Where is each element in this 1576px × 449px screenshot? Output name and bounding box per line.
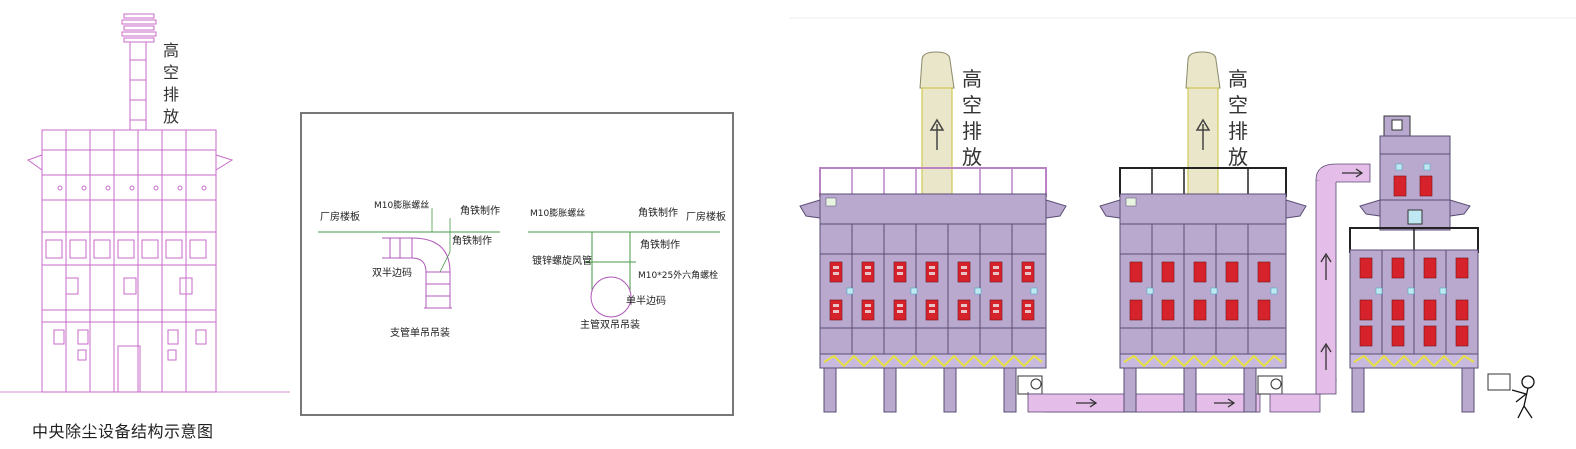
unit1-label-char-4: 放 [962,145,982,169]
main-title: 主管双吊吊装 [580,318,640,331]
main-bolt-label: M10膨胀螺丝 [530,207,585,219]
branch-angle-label-2: 角铁制作 [452,234,492,247]
unit2-label-char-3: 排 [1228,119,1248,143]
tower-elevation-drawing: 高 空 排 放 [0,13,290,393]
unit1-label-char-3: 排 [962,119,982,143]
diagram-caption: 中央除尘设备结构示意图 [32,422,214,441]
left-vertical-char-4: 放 [163,107,179,126]
main-clip-label: 单半边码 [626,294,666,307]
collector-unit-1 [799,51,1067,413]
hanging-detail-drawing: M10膨胀螺丝 角铁制作 厂房楼板 角铁制作 双半边码 支管单吊吊装 M10膨胀… [300,112,734,416]
branch-bolt-label: M10膨胀螺丝 [374,199,429,211]
branch-angle-label-1: 角铁制作 [460,204,500,217]
main-hex-bolt-label: M10*25外六角螺栓 [638,269,718,281]
collector-unit-2 [1099,51,1307,413]
main-floor-label: 厂房楼板 [686,210,726,223]
left-vertical-char-1: 高 [163,41,179,60]
unit2-label-char-4: 放 [1228,145,1248,169]
main-angle-label-2: 角铁制作 [640,238,680,251]
left-vertical-char-3: 排 [163,85,179,104]
unit1-label-char-2: 空 [962,93,982,117]
main-angle-label-1: 角铁制作 [638,206,678,219]
unit2-label-char-1: 高 [1228,67,1248,91]
hanging-installation-panel: M10膨胀螺丝 角铁制作 厂房楼板 角铁制作 双半边码 支管单吊吊装 M10膨胀… [300,112,736,418]
branch-title: 支管单吊吊装 [390,326,450,339]
dust-collector-rendering: 高 空 排 放 [790,17,1576,419]
unit1-label-char-1: 高 [962,67,982,91]
branch-elbow-label: 双半边码 [372,266,412,279]
left-structure-panel: 高 空 排 放 中央除尘设备结构示意图 [0,0,300,449]
left-vertical-char-2: 空 [163,63,179,82]
collector-unit-3 [1349,115,1535,419]
main-pipe-label: 镀锌螺旋风管 [532,254,592,267]
unit2-label-char-2: 空 [1228,93,1248,117]
dust-collector-system-panel: 高 空 排 放 [790,0,1576,449]
branch-floor-label: 厂房楼板 [320,210,360,223]
